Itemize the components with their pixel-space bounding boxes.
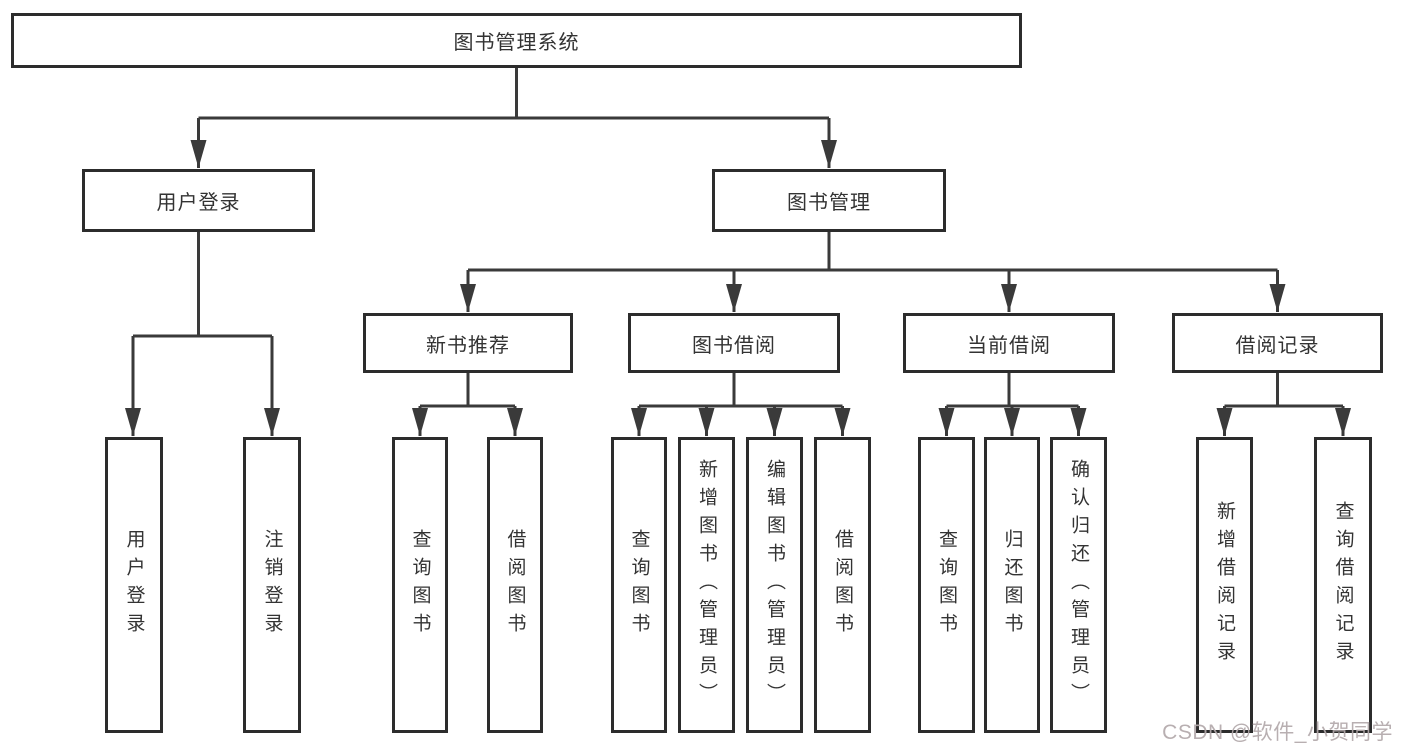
- node-borrowing-records: 借阅记录: [1172, 313, 1383, 373]
- node-library-management-system: 图书管理系统: [11, 13, 1022, 68]
- leaf-user-login: 用户登录: [105, 437, 163, 733]
- leaf-confirm-return-admin: 确认归还（管理员）: [1050, 437, 1107, 733]
- leaf-return-books: 归还图书: [984, 437, 1040, 733]
- node-current-borrowing: 当前借阅: [903, 313, 1115, 373]
- leaf-current-query-books: 查询图书: [918, 437, 975, 733]
- leaf-edit-books-admin: 编辑图书（管理员）: [746, 437, 803, 733]
- leaf-borrowing-query-books: 查询图书: [611, 437, 667, 733]
- leaf-add-books-admin: 新增图书（管理员）: [678, 437, 735, 733]
- leaf-logout: 注销登录: [243, 437, 301, 733]
- connector-arrows: [125, 118, 1351, 436]
- node-new-book-recommendation: 新书推荐: [363, 313, 573, 373]
- node-book-management: 图书管理: [712, 169, 946, 232]
- leaf-add-borrow-record: 新增借阅记录: [1196, 437, 1253, 733]
- leaf-query-borrow-record: 查询借阅记录: [1314, 437, 1372, 733]
- leaf-recommend-borrow-books: 借阅图书: [487, 437, 543, 733]
- node-book-borrowing: 图书借阅: [628, 313, 840, 373]
- csdn-watermark: CSDN @软件_小贺同学: [1162, 721, 1393, 744]
- leaf-recommend-query-books: 查询图书: [392, 437, 448, 733]
- node-user-login: 用户登录: [82, 169, 315, 232]
- connector-trunks: [133, 68, 1343, 408]
- leaf-borrow-books: 借阅图书: [814, 437, 871, 733]
